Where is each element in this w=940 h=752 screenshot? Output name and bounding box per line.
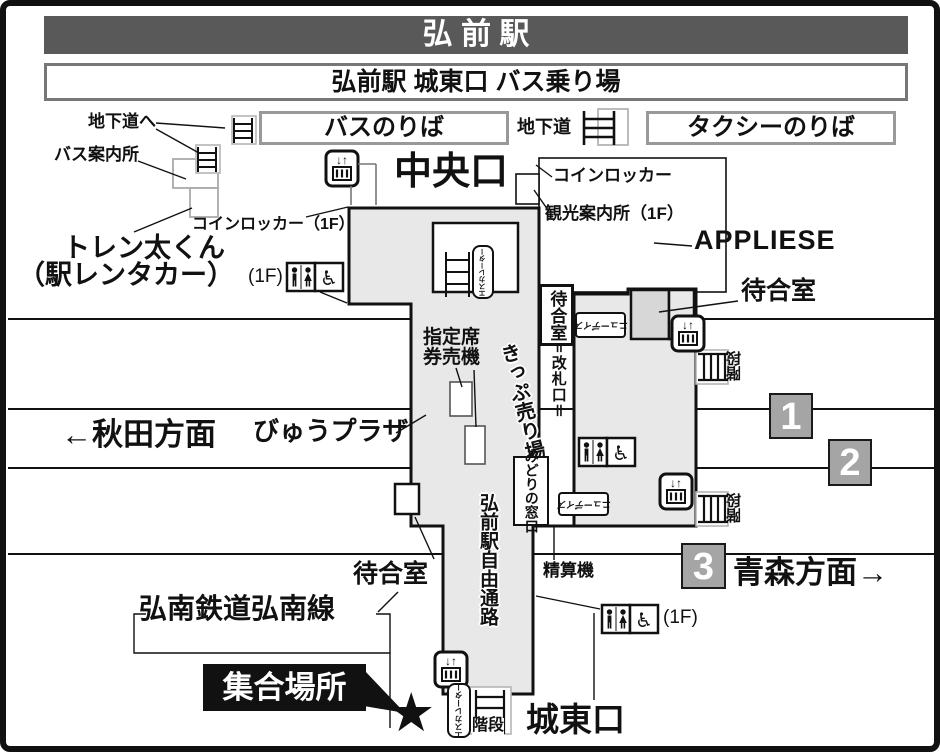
- reserved-seat-line1: 指定席: [423, 327, 481, 348]
- meeting-point-box: 集合場所: [203, 664, 366, 711]
- wheelchair-icon: [313, 261, 345, 293]
- ticket-machine: [464, 425, 486, 465]
- gate-label: ＝改札口＝: [549, 339, 567, 419]
- elevator-icon: [670, 314, 706, 353]
- taxi-stand-box: タクシーのりば: [646, 111, 896, 145]
- konan-line-outline: [133, 613, 391, 728]
- coin-locker-room: [515, 173, 540, 205]
- rentacar-label-1: トレン太くん: [63, 233, 225, 263]
- escalator-box: エスカレーター: [447, 682, 471, 739]
- platform-2-number: 2: [839, 442, 861, 484]
- stairs-icon: [695, 349, 729, 385]
- floor-1f-label: (1F): [248, 266, 283, 287]
- coin-locker-1f-label: コインロッカー（1F）: [192, 216, 355, 233]
- stairs-icon: [195, 144, 221, 174]
- escalator-label: エスカレーター: [453, 682, 463, 739]
- rentacar-building: [189, 187, 219, 218]
- fare-adjust-label: 精算機: [543, 561, 594, 580]
- newdays-kiosk: ニューデイズ: [556, 492, 611, 516]
- taxi-stand-label: タクシーのりば: [687, 114, 855, 141]
- restroom-icon: [600, 603, 632, 635]
- reserved-seat-label: 指定席 券売機: [423, 328, 480, 368]
- east-waiting-label: 待合室: [741, 277, 817, 305]
- stairs-icon: [231, 115, 257, 145]
- subtitle-text: 弘前駅 城東口 バス乗り場: [331, 68, 621, 96]
- bus-boarding-box: バスのりば: [259, 111, 509, 145]
- stairs-icon: [445, 252, 470, 297]
- wheelchair-icon: [628, 603, 660, 635]
- stairs-label: 階段: [726, 493, 743, 523]
- gate-waiting-box: 待合室: [539, 284, 574, 346]
- midori-window-label: みどりの窓口: [523, 449, 540, 533]
- underpass-label: 地下道: [517, 117, 571, 137]
- platform-3-number: 3: [692, 546, 715, 588]
- east-waiting-room: [629, 288, 671, 341]
- southwest-waiting-room: [393, 482, 421, 516]
- newdays-kiosk: ニューデイズ: [573, 312, 628, 338]
- wheelchair-icon: [605, 436, 637, 468]
- newdays-label: ニューデイズ: [556, 499, 611, 510]
- restroom-icon: [285, 261, 317, 293]
- coin-locker-label: コインロッカー: [553, 166, 672, 185]
- elevator-icon: [324, 149, 360, 188]
- bus-boarding-label: バスのりば: [324, 114, 444, 141]
- southwest-waiting-label: 待合室: [353, 560, 429, 588]
- elevator-icon: [433, 650, 469, 689]
- floor-1f-label: (1F): [663, 607, 698, 628]
- midori-window: みどりの窓口: [513, 449, 549, 533]
- stairs-icon: [582, 108, 629, 146]
- meeting-star: ★: [387, 683, 436, 743]
- underpass-to-label: 地下道へ: [88, 112, 156, 131]
- station-map-canvas: ↓↑ ♿: [8, 108, 934, 735]
- station-building: [347, 206, 541, 696]
- page-title-text: 弘 前 駅: [422, 18, 530, 51]
- central-exit-label: 中央口: [394, 151, 509, 193]
- meeting-pointer: [364, 670, 405, 713]
- callout-lines: [133, 122, 739, 700]
- rentacar-label-2: （駅レンタカー）: [18, 260, 234, 290]
- stairs-icon: [695, 491, 729, 527]
- view-plaza-label: びゅうプラザ: [253, 416, 409, 446]
- reserved-seat-machine: [449, 381, 473, 417]
- platform-2-badge: 2: [828, 439, 872, 486]
- akita-direction-label: ←秋田方面: [61, 417, 216, 452]
- stairs-label: 階段: [472, 717, 505, 735]
- platform-1-number: 1: [780, 396, 802, 438]
- reserved-seat-line2: 券売機: [423, 346, 481, 368]
- tourist-info-label: 観光案内所（1F）: [545, 204, 684, 223]
- page-title: 弘 前 駅: [44, 16, 908, 54]
- elevator-connector: [350, 163, 377, 205]
- escalator-label: エスカレーター: [479, 247, 487, 297]
- free-passage-label: 弘前駅自由通路: [476, 493, 498, 626]
- elevator-icon: [658, 472, 694, 511]
- restroom-icon: [577, 436, 609, 468]
- konan-line-label: 弘南鉄道弘南線: [139, 593, 336, 624]
- subtitle-banner: 弘前駅 城東口 バス乗り場: [44, 63, 908, 101]
- gate-waiting-label: 待合室: [547, 289, 567, 341]
- bus-info-label: バス案内所: [54, 145, 139, 164]
- appliese-label: APPLIESE: [694, 225, 836, 255]
- joto-exit-label: 城東口: [526, 701, 625, 738]
- aomori-direction-label: 青森方面→: [733, 555, 888, 590]
- escalator-box: エスカレーター: [472, 245, 494, 299]
- platform-1-badge: 1: [769, 393, 813, 439]
- meeting-point-label: 集合場所: [222, 670, 347, 705]
- stairs-label: 階段: [726, 351, 743, 381]
- platform-3-badge: 3: [681, 543, 726, 589]
- newdays-label: ニューデイズ: [573, 320, 628, 331]
